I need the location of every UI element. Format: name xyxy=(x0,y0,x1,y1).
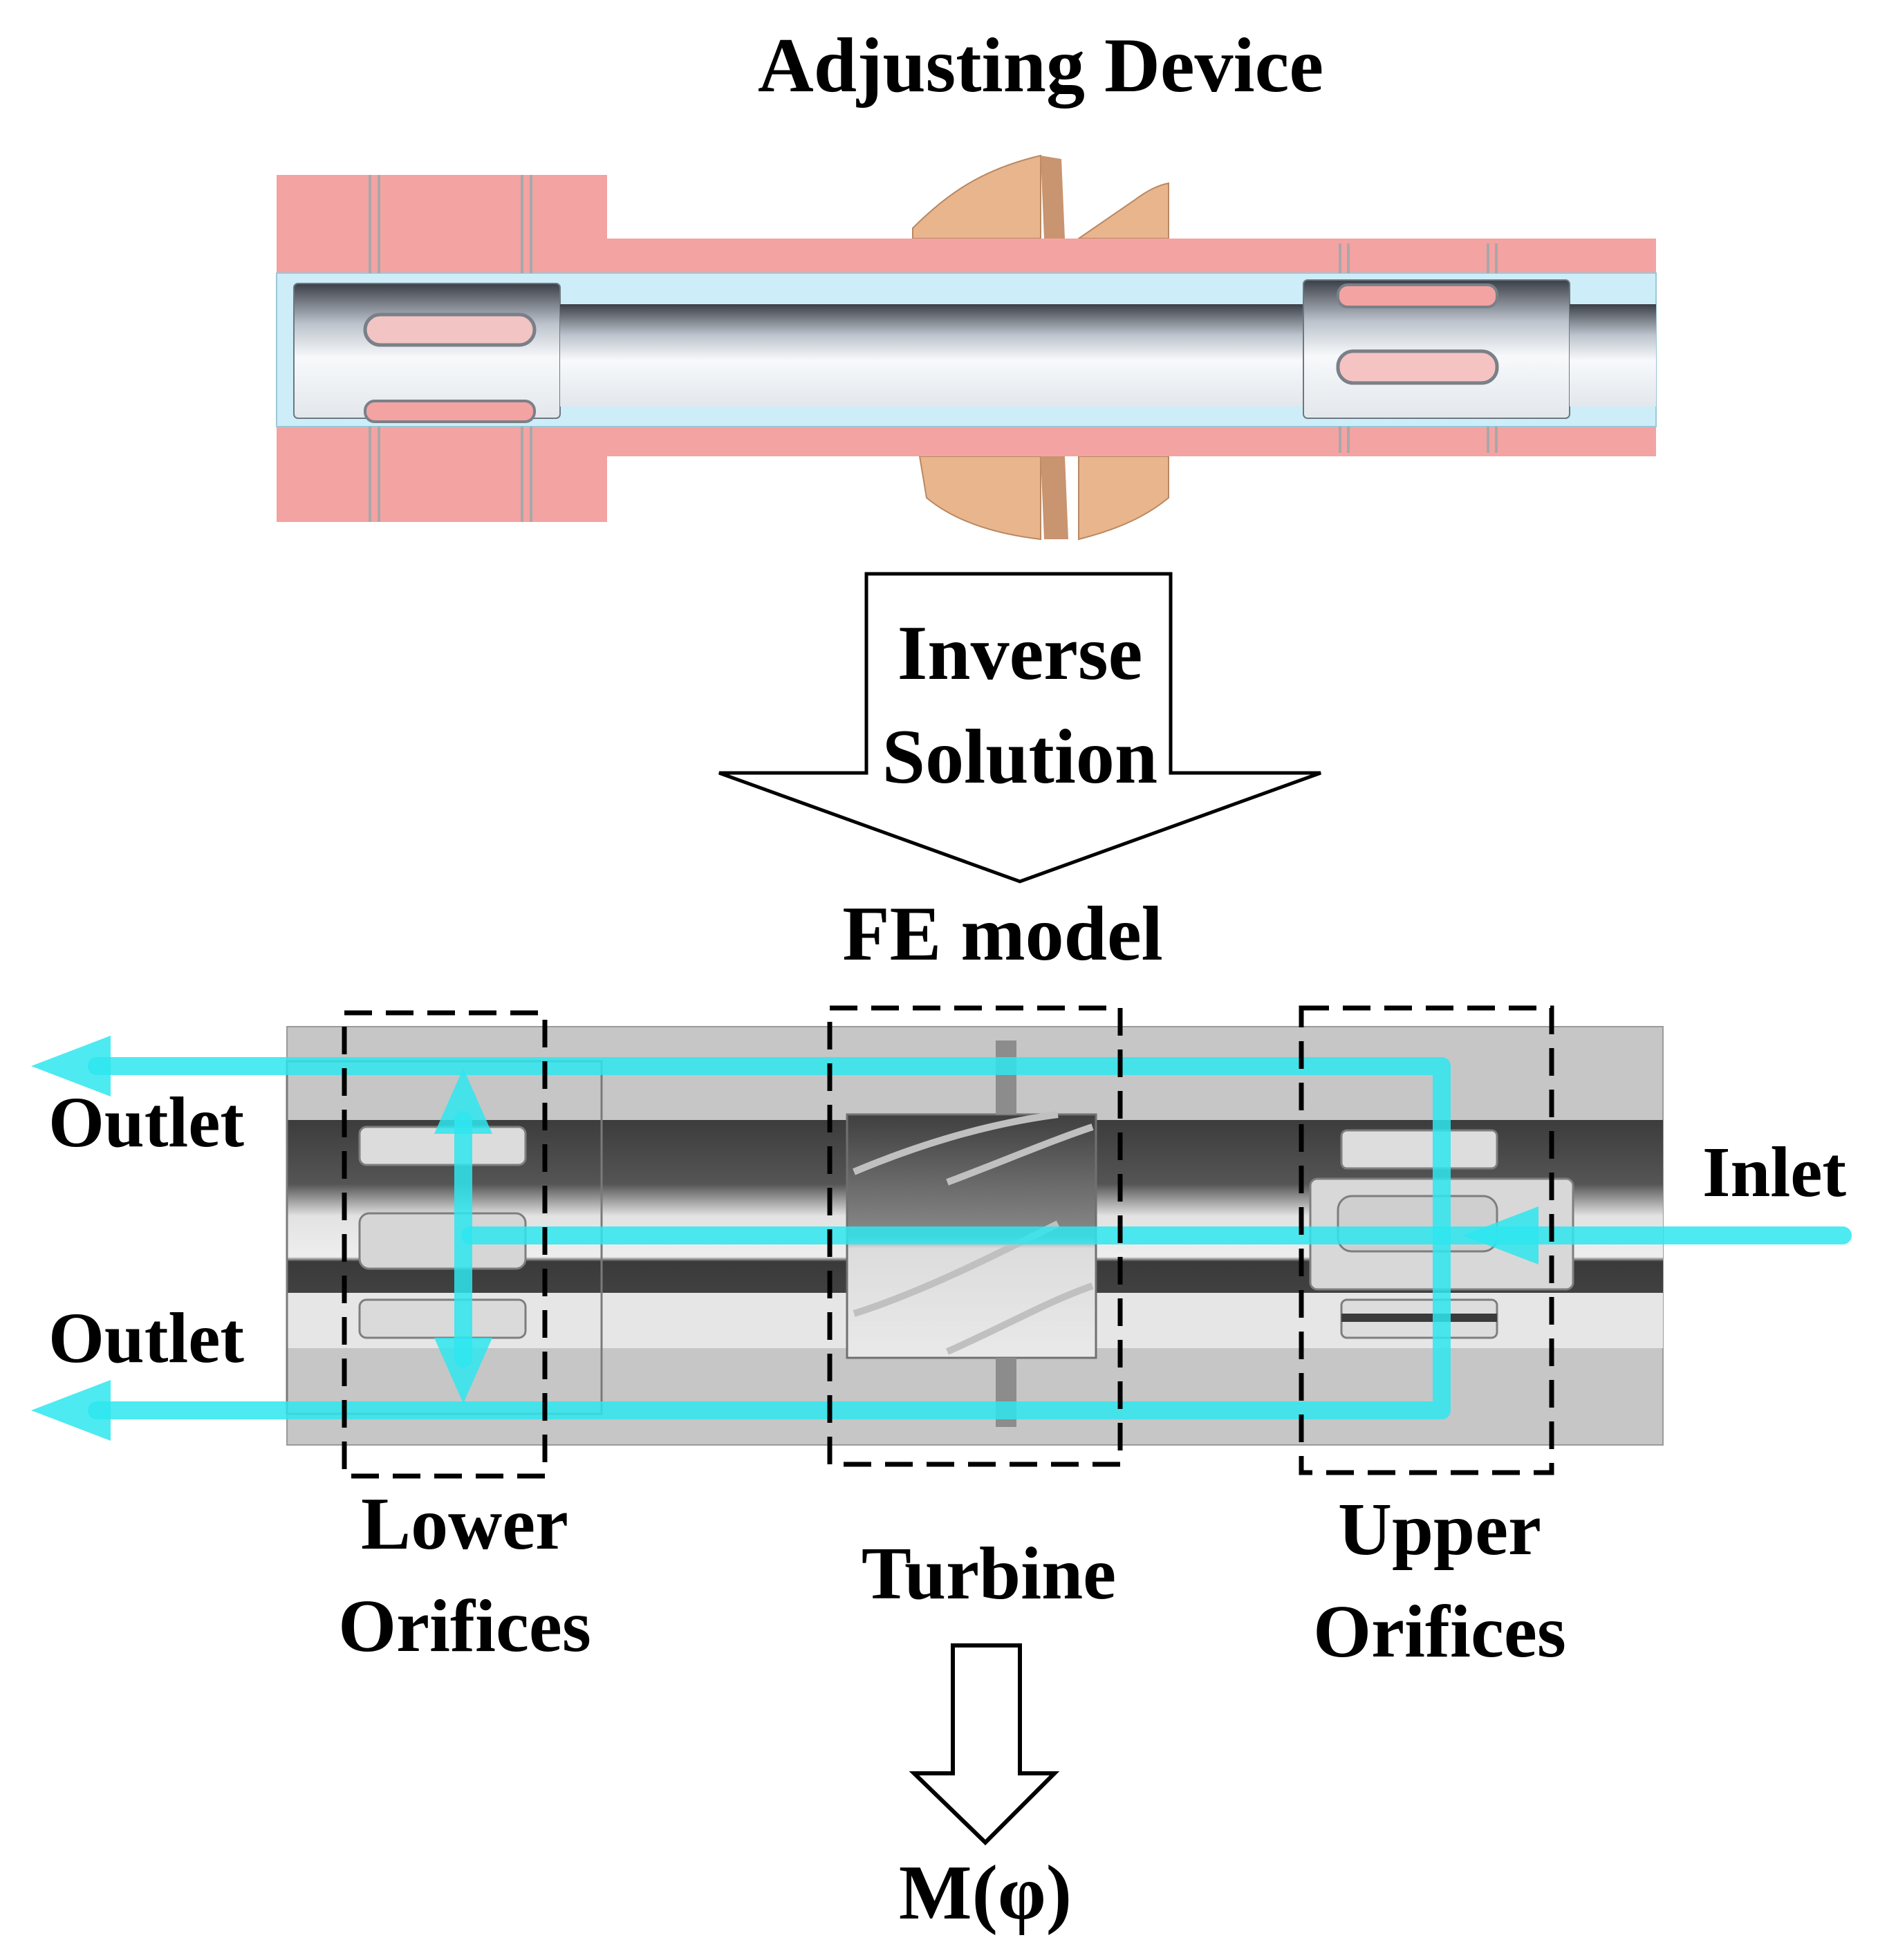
shaft-body xyxy=(560,304,1303,407)
flow-arrowheads xyxy=(31,1036,1538,1441)
moment-output-arrow xyxy=(909,1643,1060,1846)
fe-turbine-fin-top xyxy=(996,1040,1016,1114)
upper-orifices-label-line2: Orifices xyxy=(1313,1591,1566,1673)
outlet-top-label: Outlet xyxy=(48,1083,244,1162)
title-adjusting-device: Adjusting Device xyxy=(758,23,1323,109)
lower-orifices-label-line1: Lower xyxy=(361,1483,568,1565)
shaft-left-collar xyxy=(293,283,561,419)
upper-orifices-box xyxy=(1299,1005,1554,1475)
shaft-tail xyxy=(1570,304,1656,407)
lower-orifices-box xyxy=(342,1010,548,1479)
inverse-solution-line2: Solution xyxy=(882,714,1158,800)
arrowhead-vertical-down xyxy=(434,1338,492,1403)
flow-paths xyxy=(88,1057,1852,1419)
moment-label: M(φ) xyxy=(899,1850,1072,1936)
turbine-blade-top xyxy=(912,154,1169,239)
lower-orifice-slot xyxy=(363,312,537,347)
turbine-box xyxy=(827,1005,1123,1467)
upper-orifice-slot-top xyxy=(1337,283,1498,308)
lower-orifices-label-line2: Orifices xyxy=(338,1585,591,1668)
dashed-regions xyxy=(342,1005,1554,1479)
inverse-solution-arrow xyxy=(718,572,1321,884)
upper-orifice-slot xyxy=(1336,349,1499,385)
fe-model-label: FE model xyxy=(842,891,1163,977)
arrowhead-outlet-bottom xyxy=(31,1380,111,1441)
arrowhead-vertical-up xyxy=(434,1068,492,1134)
housing-grooves xyxy=(369,175,1498,522)
inverse-solution-line1: Inverse xyxy=(898,610,1143,696)
outlet-bottom-label: Outlet xyxy=(48,1298,244,1378)
lower-orifice-slot-bottom xyxy=(364,400,536,423)
adjusting-device-section xyxy=(276,154,1657,541)
arrowhead-inlet xyxy=(1462,1206,1538,1264)
turbine-label: Turbine xyxy=(862,1533,1116,1615)
inlet-label: Inlet xyxy=(1702,1132,1846,1212)
upper-orifices-label-line1: Upper xyxy=(1338,1488,1541,1571)
turbine-blade-bottom xyxy=(918,456,1169,541)
arrowhead-outlet-top xyxy=(31,1036,111,1096)
